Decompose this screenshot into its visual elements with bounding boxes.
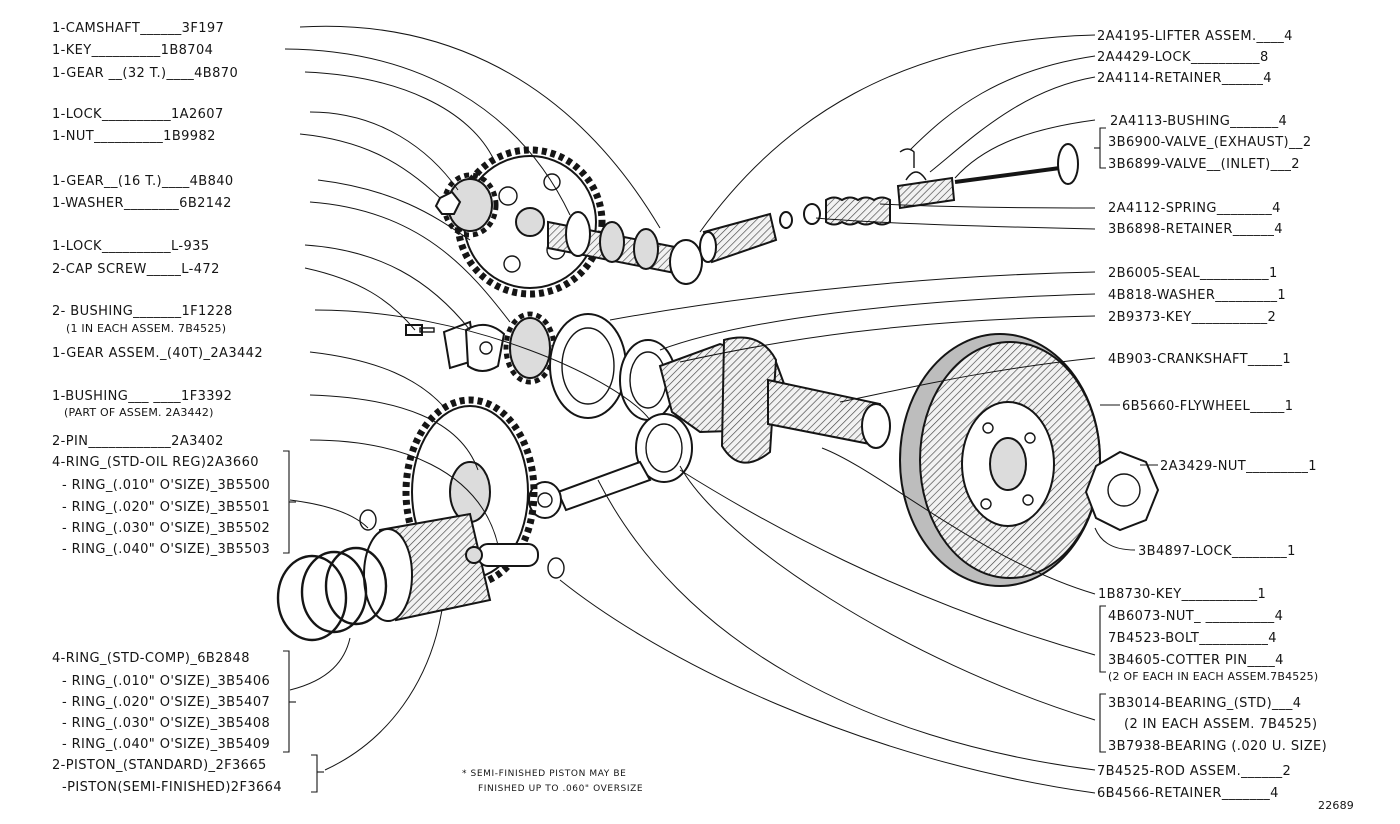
label-bushing-1f1228: 2- BUSHING_______1F1228 (52, 304, 233, 319)
label-washer-4b818: 4B818-WASHER_________1 (1108, 288, 1286, 303)
label-camshaft-key: 1-KEY__________1B8704 (52, 43, 213, 58)
valve-assembly-drawing (803, 143, 1079, 226)
front-parts-drawing (405, 320, 506, 372)
label-gear-16t: 1-GEAR__(16 T.)____4B840 (52, 174, 234, 189)
illustration (276, 143, 1160, 642)
label-comp-ring-040: - RING_(.040" O'SIZE)_3B5409 (62, 737, 270, 752)
label-nut-2a3429: 2A3429-NUT_________1 (1160, 459, 1317, 474)
label-seal-2b6005: 2B6005-SEAL__________1 (1108, 266, 1278, 281)
label-lock-2a4429: 2A4429-LOCK__________8 (1097, 50, 1269, 65)
left-labels: 1-CAMSHAFT______3F197 1-KEY__________1B8… (52, 21, 282, 795)
footnote: * SEMI-FINISHED PISTON MAY BE FINISHED U… (462, 769, 643, 794)
label-valve-exhaust: 3B6900-VALVE_(EXHAUST)__2 (1108, 135, 1312, 150)
right-labels: 2A4195-LIFTER ASSEM.____4 2A4429-LOCK___… (1097, 29, 1327, 801)
label-bearing-std: 3B3014-BEARING_(STD)___4 (1108, 696, 1301, 711)
label-key-2b9373: 2B9373-KEY___________2 (1108, 310, 1276, 325)
label-comp-ring-std: 4-RING_(STD-COMP)_6B2848 (52, 651, 250, 666)
camshaft-drawing (547, 211, 703, 285)
figure-number: 22689 (1318, 799, 1354, 812)
leader-lines (284, 25, 1158, 794)
flywheel-drawing (899, 333, 1160, 587)
label-lock-l935: 1-LOCK__________L-935 (52, 239, 210, 254)
label-cap-screw: 2-CAP SCREW_____L-472 (52, 262, 220, 277)
label-oil-ring-010: - RING_(.010" O'SIZE)_3B5500 (62, 478, 270, 493)
label-key-1b8730: 1B8730-KEY___________1 (1098, 587, 1266, 602)
label-lock-1a2607: 1-LOCK__________1A2607 (52, 107, 224, 122)
label-spring-2a4112: 2A4112-SPRING________4 (1108, 201, 1281, 216)
label-comp-ring-010: - RING_(.010" O'SIZE)_3B5406 (62, 674, 270, 689)
label-camshaft-gear: 1-GEAR __(32 T.)____4B870 (52, 66, 238, 81)
label-oil-ring-std: 4-RING_(STD-OIL REG)2A3660 (52, 455, 259, 470)
label-oil-ring-020: - RING_(.020" O'SIZE)_3B5501 (62, 500, 270, 515)
label-nut-4b6073: 4B6073-NUT_ __________4 (1108, 609, 1283, 624)
brackets (283, 127, 1106, 793)
label-cotter-pin: 3B4605-COTTER PIN____4 (1108, 653, 1284, 668)
crankshaft-drawing (658, 336, 891, 464)
label-retainer-6b4566: 6B4566-RETAINER_______4 (1097, 786, 1279, 801)
label-comp-ring-020: - RING_(.020" O'SIZE)_3B5407 (62, 695, 270, 710)
small-gear-drawing (434, 172, 499, 238)
label-lock-3b4897: 3B4897-LOCK________1 (1138, 544, 1296, 559)
note-line-1: * SEMI-FINISHED PISTON MAY BE (462, 769, 626, 779)
label-rod-parts-note: (2 OF EACH IN EACH ASSEM.7B4525) (1108, 670, 1318, 683)
label-flywheel: 6B5660-FLYWHEEL_____1 (1122, 399, 1293, 414)
label-rod-assem: 7B4525-ROD ASSEM.______2 (1097, 764, 1291, 779)
label-washer-6b2142: 1-WASHER________6B2142 (52, 196, 232, 211)
label-pin: 2-PIN____________2A3402 (52, 434, 224, 449)
piston-rings-drawing (276, 509, 565, 642)
label-gear-assem: 1-GEAR ASSEM._(40T)_2A3442 (52, 346, 263, 361)
label-comp-ring-030: - RING_(.030" O'SIZE)_3B5408 (62, 716, 270, 731)
label-gear-assem-note: (PART OF ASSEM. 2A3442) (64, 406, 214, 419)
label-valve-inlet: 3B6899-VALVE__(INLET)___2 (1108, 157, 1300, 172)
lifter-drawing (699, 211, 793, 264)
label-lifter-assem: 2A4195-LIFTER ASSEM.____4 (1097, 29, 1293, 44)
crankshaft-gear-drawing (503, 311, 677, 421)
label-camshaft: 1-CAMSHAFT______3F197 (52, 21, 224, 36)
label-nut-1b9982: 1-NUT__________1B9982 (52, 129, 216, 144)
label-piston-semi-finished: -PISTON(SEMI-FINISHED)2F3664 (62, 780, 282, 795)
label-bolt-7b4523: 7B4523-BOLT__________4 (1108, 631, 1277, 646)
piston-drawing (363, 512, 539, 622)
label-bearing-undersize: 3B7938-BEARING (.020 U. SIZE) (1108, 739, 1327, 754)
label-bushing-note: (1 IN EACH ASSEM. 7B4525) (66, 322, 226, 335)
label-bearing-note: (2 IN EACH ASSEM. 7B4525) (1124, 717, 1317, 732)
label-oil-ring-030: - RING_(.030" O'SIZE)_3B5502 (62, 521, 270, 536)
label-piston-standard: 2-PISTON_(STANDARD)_2F3665 (52, 758, 267, 773)
connecting-rod-drawing (528, 413, 693, 519)
label-retainer-2a4114: 2A4114-RETAINER______4 (1097, 71, 1272, 86)
label-crankshaft: 4B903-CRANKSHAFT_____1 (1108, 352, 1291, 367)
note-line-2: FINISHED UP TO .060" OVERSIZE (478, 784, 643, 794)
label-retainer-3b6898: 3B6898-RETAINER______4 (1108, 222, 1283, 237)
label-bushing-1f3392: 1-BUSHING___ ____1F3392 (52, 389, 232, 404)
label-bushing-2a4113: 2A4113-BUSHING_______4 (1110, 114, 1287, 129)
label-oil-ring-040: - RING_(.040" O'SIZE)_3B5503 (62, 542, 270, 557)
